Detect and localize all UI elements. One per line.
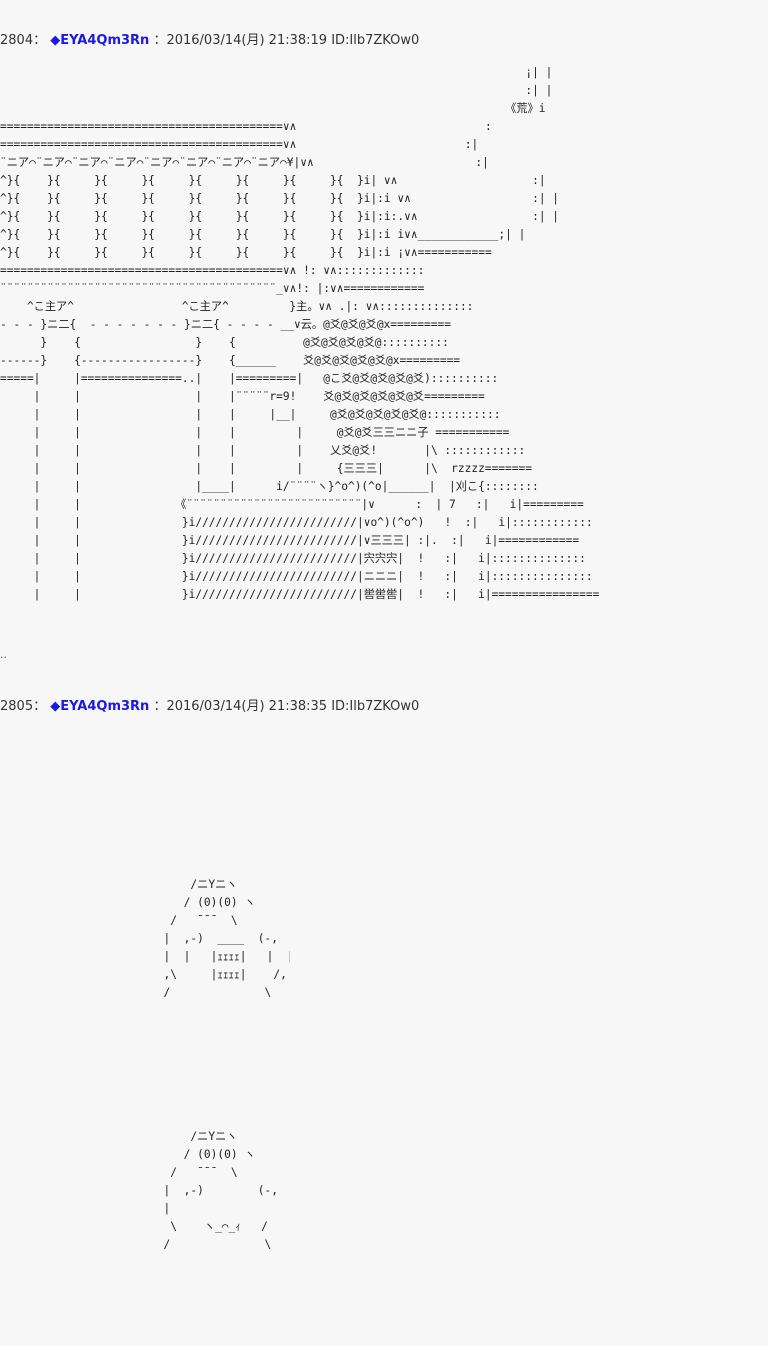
- ascii-art-castle: ¡| | :| | 《荒》i =========================…: [0, 66, 600, 601]
- post-date: ：2016/03/14(月) 21:38:35: [153, 699, 328, 714]
- post-number[interactable]: 2804: [0, 33, 34, 48]
- post-header-2804: 2804： ◆EYA4Qm3Rn ：2016/03/14(月) 21:38:19…: [0, 32, 419, 50]
- post-trailing-dots: ..: [0, 648, 7, 661]
- post-id[interactable]: ID:Ilb7ZKOw0: [331, 699, 420, 714]
- ascii-art-character-eating: /ニYニヽ / (0)(0) ヽ / ̄ ̄ ̄ \ | ,-) ____ (-…: [163, 878, 290, 999]
- trip-diamond-icon: ◆: [50, 33, 61, 48]
- post-separator: ：: [33, 33, 47, 48]
- poster-trip[interactable]: EYA4Qm3Rn: [60, 699, 150, 714]
- ascii-art-character-smiling: /ニYニヽ / (0)(0) ヽ / ̄ ̄ ̄ \ | ,-) (-, | |…: [163, 1130, 278, 1251]
- post-date: ：2016/03/14(月) 21:38:19: [153, 33, 328, 48]
- post-number[interactable]: 2805: [0, 699, 34, 714]
- trip-diamond-icon: ◆: [50, 699, 61, 714]
- post-header-2805: 2805： ◆EYA4Qm3Rn ：2016/03/14(月) 21:38:35…: [0, 698, 419, 716]
- poster-trip[interactable]: EYA4Qm3Rn: [60, 33, 150, 48]
- post-id[interactable]: ID:Ilb7ZKOw0: [331, 33, 420, 48]
- post-separator: ：: [33, 699, 47, 714]
